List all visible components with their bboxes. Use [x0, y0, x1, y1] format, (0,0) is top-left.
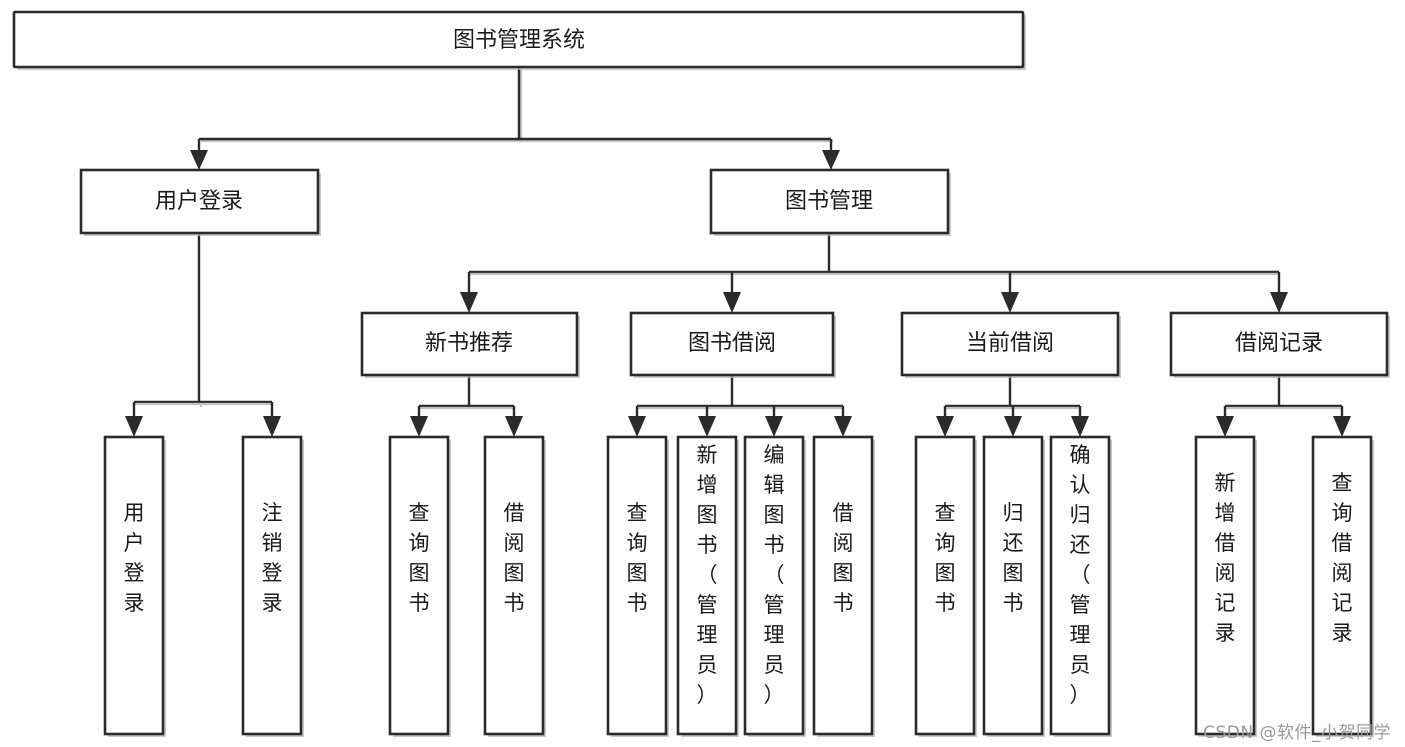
leaf-add-borrow-record[interactable]: 新增借阅记录 [1194, 435, 1257, 737]
leaf-query-book-borrow[interactable]: 查询图书 [606, 435, 669, 737]
leaf-query-book-current[interactable]: 查询图书 [914, 435, 977, 737]
node-book-borrow[interactable]: 图书借阅 [629, 311, 836, 378]
node-label-root: 图书管理系统 [453, 28, 585, 53]
arrow-head-icon [1004, 416, 1022, 437]
node-new-book-recommend[interactable]: 新书推荐 [360, 311, 580, 378]
node-book-management[interactable]: 图书管理 [709, 168, 951, 236]
arrow-head-icon [190, 150, 208, 170]
leaf-borrow-book[interactable]: 借阅图书 [812, 435, 875, 737]
leaf-add-book-admin[interactable]: 新增图书（管理员） [676, 435, 739, 737]
connector-current-children [936, 375, 1089, 437]
node-label-borrow-record: 借阅记录 [1235, 331, 1323, 356]
arrow-head-icon [1216, 416, 1234, 437]
arrow-head-icon [263, 416, 281, 437]
leaf-label-user-login: 用户登录 [124, 501, 145, 615]
connector-root-to-level2 [190, 67, 840, 170]
arrow-head-icon [1071, 416, 1089, 437]
arrow-head-icon [834, 416, 852, 437]
leaf-label-borrow-book-newbook: 借阅图书 [504, 501, 525, 615]
connector-newbook-children [410, 375, 523, 437]
leaf-borrow-book-newbook[interactable]: 借阅图书 [483, 435, 546, 737]
node-label-current-borrow: 当前借阅 [966, 331, 1054, 356]
leaf-label-confirm-return-admin: 确认归还（管理员） [1070, 443, 1091, 707]
leaf-label-query-book-current: 查询图书 [935, 501, 956, 615]
arrow-head-icon [723, 292, 741, 313]
csdn-watermark: CSDN @软件_小贺同学 [1203, 723, 1391, 743]
leaf-label-edit-book-admin: 编辑图书（管理员） [764, 443, 785, 707]
node-borrow-record[interactable]: 借阅记录 [1169, 311, 1390, 378]
leaf-label-add-borrow-record: 新增借阅记录 [1215, 471, 1236, 645]
leaf-label-query-borrow-record: 查询借阅记录 [1332, 471, 1353, 645]
arrow-head-icon [698, 416, 716, 437]
arrow-head-icon [125, 416, 143, 437]
arrow-head-icon [936, 416, 954, 437]
node-root[interactable]: 图书管理系统 [12, 10, 1026, 70]
arrow-head-icon [410, 416, 428, 437]
connector-layer [125, 67, 1351, 437]
leaf-query-borrow-record[interactable]: 查询借阅记录 [1311, 435, 1374, 737]
leaf-label-logout: 注销登录 [262, 501, 283, 615]
connector-bookmgmt-children [460, 233, 1288, 313]
leaf-logout[interactable]: 注销登录 [241, 435, 304, 737]
arrow-head-icon [505, 416, 523, 437]
connector-userlogin-children [125, 233, 281, 437]
leaf-label-borrow-book: 借阅图书 [833, 501, 854, 615]
arrow-head-icon [822, 150, 840, 170]
node-current-borrow[interactable]: 当前借阅 [900, 311, 1121, 378]
arrow-head-icon [628, 416, 646, 437]
node-label-user-login: 用户登录 [155, 189, 243, 214]
leaf-label-add-book-admin: 新增图书（管理员） [697, 443, 718, 707]
arrow-head-icon [1333, 416, 1351, 437]
leaf-confirm-return-admin[interactable]: 确认归还（管理员） [1049, 435, 1112, 737]
arrow-head-icon [765, 416, 783, 437]
node-label-book-borrow: 图书借阅 [688, 331, 776, 356]
connector-borrow-children [628, 375, 852, 437]
node-user-login[interactable]: 用户登录 [79, 168, 321, 236]
leaf-label-return-book: 归还图书 [1003, 501, 1024, 615]
leaf-edit-book-admin[interactable]: 编辑图书（管理员） [743, 435, 806, 737]
node-label-new-book-recommend: 新书推荐 [425, 331, 513, 356]
connector-record-children [1216, 375, 1351, 437]
leaf-user-login[interactable]: 用户登录 [103, 435, 166, 737]
arrow-head-icon [1270, 292, 1288, 313]
node-label-book-management: 图书管理 [785, 189, 873, 214]
arrow-head-icon [1001, 292, 1019, 313]
arrow-head-icon [460, 292, 478, 313]
leaf-return-book[interactable]: 归还图书 [982, 435, 1045, 737]
leaf-label-query-book-newbook: 查询图书 [409, 501, 430, 615]
leaf-query-book-newbook[interactable]: 查询图书 [388, 435, 451, 737]
leaf-label-query-book-borrow: 查询图书 [627, 501, 648, 615]
